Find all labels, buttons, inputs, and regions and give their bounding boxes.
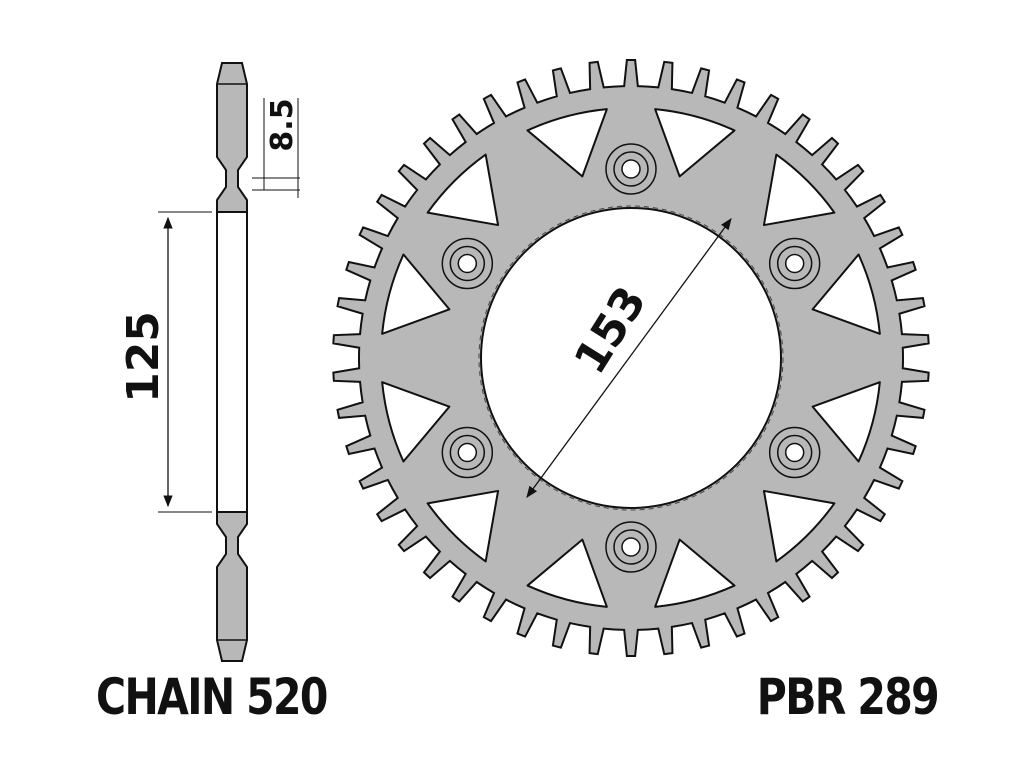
- bolt-ring: [449, 434, 486, 471]
- bore-label: 125: [118, 311, 169, 403]
- lightening-window: [811, 381, 881, 463]
- lightening-window: [381, 381, 451, 463]
- profile-bottom-section: [216, 511, 248, 662]
- side-profile-view: [216, 62, 248, 662]
- lightening-window: [654, 538, 736, 608]
- lightening-window: [762, 489, 836, 563]
- bolt-ring: [776, 434, 813, 471]
- thickness-dimension: 8.5: [252, 98, 300, 198]
- lightening-window: [526, 538, 608, 608]
- lightening-window: [654, 108, 736, 178]
- bolt-circle-line: [478, 205, 784, 511]
- bolt-ring: [613, 529, 649, 565]
- bolt-ring: [449, 245, 486, 282]
- chain-size-label: CHAIN 520: [96, 668, 328, 726]
- bolt-hole: [457, 442, 478, 463]
- bolt-ring: [776, 245, 813, 282]
- lightening-window: [381, 253, 451, 335]
- sprocket-front-view: [332, 59, 930, 657]
- bolt-ring: [613, 151, 649, 187]
- bolt-circle-dimension: 153: [526, 218, 732, 498]
- lightening-windows: [381, 108, 881, 608]
- thickness-label: 8.5: [265, 98, 300, 151]
- lightening-window: [762, 153, 836, 227]
- bolt-hole: [457, 253, 478, 274]
- lightening-window: [426, 489, 500, 563]
- bore-dimension: 125: [118, 211, 212, 513]
- lightening-window: [811, 253, 881, 335]
- bolt-circle-label: 153: [565, 278, 657, 383]
- bolt-hole: [621, 537, 641, 557]
- bolt-hole: [784, 253, 805, 274]
- lightening-window: [426, 153, 500, 227]
- bolt-hole: [621, 159, 641, 179]
- lightening-window: [526, 108, 608, 178]
- part-number-label: PBR 289: [756, 668, 940, 726]
- profile-top-section: [216, 62, 248, 213]
- bolt-holes: [441, 143, 821, 573]
- bolt-hole: [784, 442, 805, 463]
